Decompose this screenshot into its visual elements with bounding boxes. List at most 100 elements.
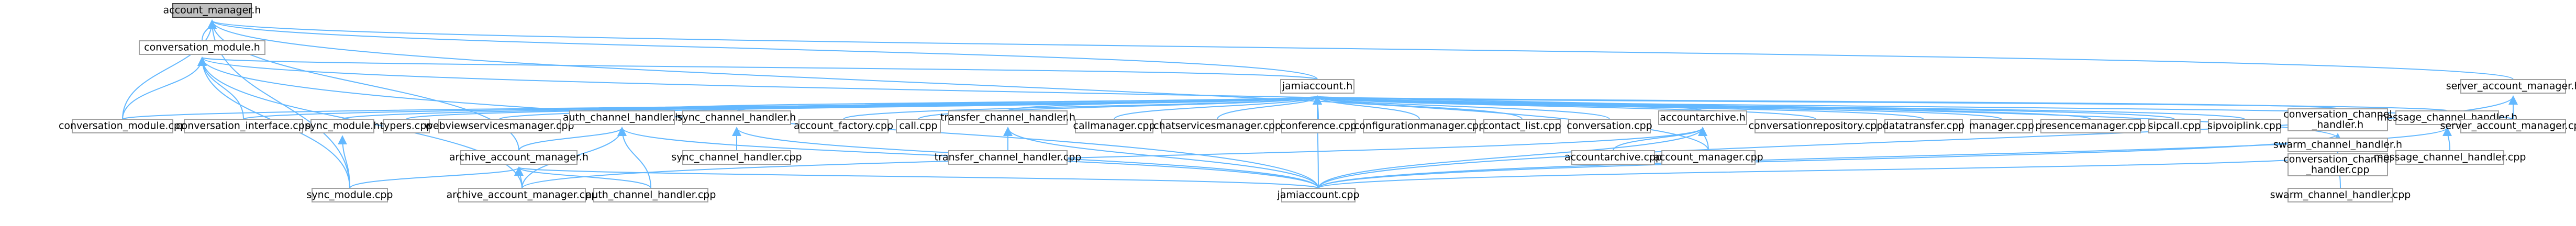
- dependency-edge: [1313, 95, 1523, 120]
- file-node-box: [593, 188, 708, 202]
- file-node-account-factory-cpp[interactable]: account_factory.cpp: [794, 119, 893, 133]
- dependency-edge: [1318, 127, 1707, 189]
- file-node-jamiaccount-h[interactable]: jamiaccount.h: [1280, 79, 1354, 94]
- file-node-label: account_factory.cpp: [794, 120, 893, 132]
- file-node-label: contact_list.cpp: [1483, 120, 1561, 132]
- file-node-conversation-module-cpp[interactable]: conversation_module.cpp: [59, 119, 186, 133]
- file-node-box: [2288, 108, 2388, 131]
- file-node-conversation-channel-handler-cpp[interactable]: conversation_channel_handler.cpp: [2283, 153, 2392, 176]
- file-node-auth-channel-handler-h[interactable]: auth_channel_handler.h: [563, 110, 681, 125]
- file-node-manager-cpp[interactable]: manager.cpp: [1969, 119, 2034, 133]
- file-node-label: conference.cpp: [1280, 120, 1357, 132]
- dependency-edge: [1114, 95, 1322, 120]
- file-node-account-manager-h[interactable]: account_manager.h: [163, 3, 261, 18]
- file-node-server-account-manager-h[interactable]: server_account_manager.h: [2446, 79, 2576, 94]
- file-node-box: [1884, 119, 1963, 133]
- file-node-box: [1161, 119, 1274, 133]
- file-node-box: [184, 119, 303, 133]
- file-node-label: callmanager.cpp: [1073, 120, 1156, 132]
- file-node-box: [948, 110, 1068, 125]
- file-node-sipvoiplink-cpp[interactable]: sipvoiplink.cpp: [2207, 119, 2282, 133]
- file-node-label: account_manager.cpp: [1653, 152, 1763, 163]
- file-node-box: [1281, 188, 1356, 202]
- file-node-conversationrepository-cpp[interactable]: conversationrepository.cpp: [1749, 119, 1883, 133]
- file-node-box: [172, 3, 252, 18]
- file-node-conversation-interface-cpp[interactable]: conversation_interface.cpp: [176, 119, 311, 133]
- file-node-box: [569, 110, 675, 125]
- file-node-label: accountarchive.h: [1660, 112, 1746, 123]
- file-node-sync-channel-handler-cpp[interactable]: sync_channel_handler.cpp: [671, 150, 802, 165]
- file-node-box: [2395, 150, 2504, 165]
- file-node-conference-cpp[interactable]: conference.cpp: [1280, 119, 1357, 133]
- file-node-server-account-manager-cpp[interactable]: server_account_manager.cpp: [2440, 119, 2576, 133]
- file-node-auth-channel-handler-cpp[interactable]: auth_channel_handler.cpp: [586, 188, 716, 202]
- dependency-edge: [122, 56, 207, 120]
- file-node-typers-cpp[interactable]: typers.cpp: [380, 119, 433, 133]
- file-node-chatservicesmanager-cpp[interactable]: chatservicesmanager.cpp: [1153, 119, 1281, 133]
- file-node-box: [2208, 119, 2281, 133]
- file-node-label: conversation_interface.cpp: [176, 120, 311, 132]
- dependency-edge: [736, 95, 1322, 111]
- file-node-label: conversation_channel: [2283, 154, 2392, 165]
- file-nodes: account_manager.h conversation_module.hse…: [59, 3, 2576, 202]
- file-node-label: typers.cpp: [380, 120, 433, 132]
- file-node-box: [1755, 119, 1877, 133]
- file-node-box: [438, 119, 561, 133]
- dependency-edge: [207, 19, 1318, 80]
- file-node-label: _handler.cpp: [2306, 164, 2370, 176]
- file-node-account-manager-cpp[interactable]: account_manager.cpp: [1653, 150, 1763, 165]
- file-node-label: archive_account_manager.cpp: [447, 189, 598, 201]
- file-node-label: archive_account_manager.h: [449, 152, 589, 163]
- file-node-label: conversationrepository.cpp: [1749, 120, 1883, 132]
- file-node-callmanager-cpp[interactable]: callmanager.cpp: [1073, 119, 1156, 133]
- file-node-jamiaccount-cpp[interactable]: jamiaccount.cpp: [1276, 188, 1360, 202]
- file-node-swarm-channel-handler-h[interactable]: swarm_channel_handler.h: [2273, 138, 2402, 152]
- file-node-box: [682, 150, 791, 165]
- dependency-edge: [1318, 154, 2342, 189]
- file-node-label: configurationmanager.cpp: [1354, 120, 1485, 132]
- file-node-label: accountarchive.cpp: [1564, 152, 1662, 163]
- file-node-box: [2040, 119, 2141, 133]
- file-node-box: [1363, 119, 1476, 133]
- file-node-message-channel-handler-cpp[interactable]: message_channel_handler.cpp: [2373, 150, 2526, 165]
- dependency-edge: [521, 127, 1707, 189]
- file-node-box: [2288, 153, 2388, 176]
- file-node-box: [682, 110, 791, 125]
- file-node-box: [2460, 79, 2566, 94]
- file-node-box: [1568, 119, 1651, 133]
- file-node-archive-account-manager-h[interactable]: archive_account_manager.h: [449, 150, 589, 165]
- file-node-label: auth_channel_handler.h: [563, 112, 681, 123]
- file-node-archive-account-manager-cpp[interactable]: archive_account_manager.cpp: [447, 188, 598, 202]
- file-node-box: [2460, 119, 2566, 133]
- file-node-label: message_channel_handler.cpp: [2373, 152, 2526, 163]
- file-node-transfer-channel-handler-cpp[interactable]: transfer_channel_handler.cpp: [935, 150, 1082, 165]
- file-node-sync-module-h[interactable]: sync_module.h: [305, 119, 380, 133]
- file-node-label: auth_channel_handler.cpp: [586, 189, 716, 201]
- file-node-transfer-channel-handler-h[interactable]: transfer_channel_handler.h: [940, 110, 1075, 125]
- file-node-webviewservicesmanager-cpp[interactable]: webviewservicesmanager.cpp: [425, 119, 574, 133]
- file-node-swarm-channel-handler-cpp[interactable]: swarm_channel_handler.cpp: [2270, 188, 2411, 202]
- file-node-conversation-module-h[interactable]: conversation_module.h: [139, 40, 265, 55]
- file-node-conversation-cpp[interactable]: conversation.cpp: [1567, 119, 1652, 133]
- file-node-call-cpp[interactable]: call.cpp: [896, 119, 941, 133]
- file-node-label: sipcall.cpp: [2148, 120, 2201, 132]
- file-node-sync-module-cpp[interactable]: sync_module.cpp: [307, 188, 393, 202]
- file-node-conversation-channel-handler-h[interactable]: conversation_channel_handler.h: [2283, 108, 2392, 131]
- file-node-presencemanager-cpp[interactable]: presencemanager.cpp: [2035, 119, 2146, 133]
- file-node-accountarchive-h[interactable]: accountarchive.h: [1658, 110, 1747, 125]
- dependency-edge: [349, 166, 524, 189]
- file-node-accountarchive-cpp[interactable]: accountarchive.cpp: [1564, 150, 1662, 165]
- file-node-configurationmanager-cpp[interactable]: configurationmanager.cpp: [1354, 119, 1485, 133]
- file-node-box: [1281, 119, 1356, 133]
- file-node-datatransfer-cpp[interactable]: datatransfer.cpp: [1883, 119, 1965, 133]
- file-node-box: [139, 40, 265, 55]
- file-node-label: sync_channel_handler.cpp: [671, 152, 802, 163]
- file-node-label: webviewservicesmanager.cpp: [425, 120, 574, 132]
- file-node-box: [1075, 119, 1153, 133]
- file-node-sync-channel-handler-h[interactable]: sync_channel_handler.h: [678, 110, 796, 125]
- file-node-sipcall-cpp[interactable]: sipcall.cpp: [2148, 119, 2201, 133]
- file-node-contact-list-cpp[interactable]: contact_list.cpp: [1483, 119, 1561, 133]
- dependency-edge: [1003, 127, 1319, 189]
- dependency-edge: [1313, 95, 1610, 120]
